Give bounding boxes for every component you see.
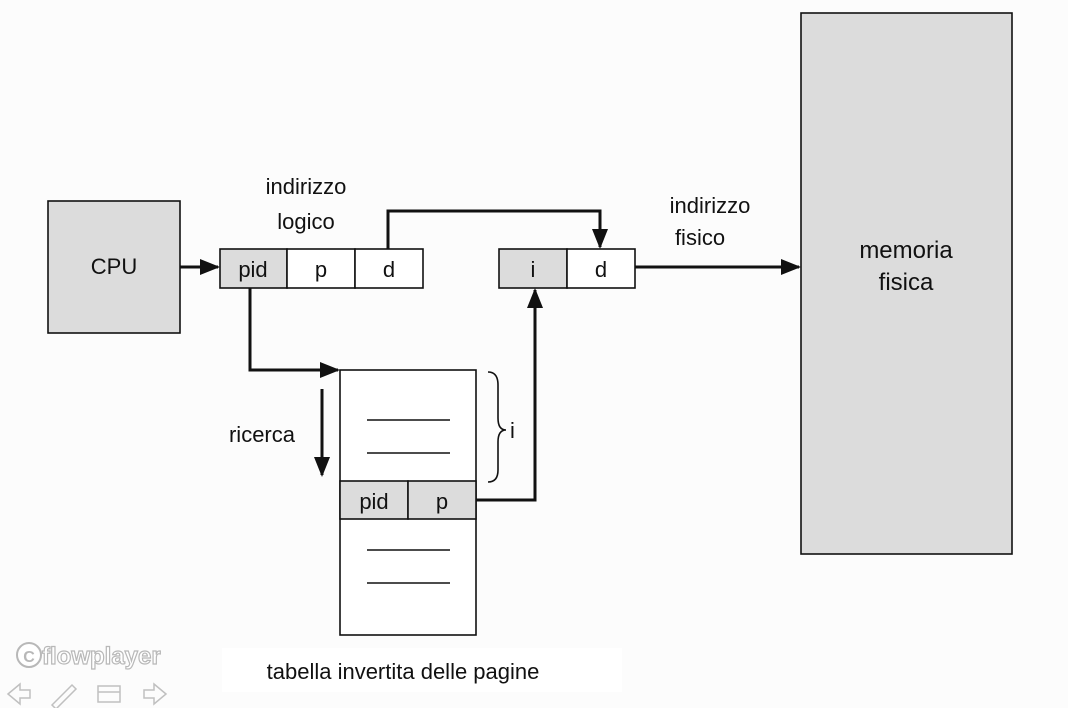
flowplayer-logo-text: flowplayer <box>42 643 161 670</box>
logical-field-d: d <box>383 257 395 282</box>
search-label: ricerca <box>229 422 296 447</box>
screen-icon[interactable] <box>97 685 121 703</box>
cpu-box: CPU <box>47 200 181 334</box>
edit-icon[interactable] <box>50 683 78 708</box>
physical-memory: memoria fisica <box>800 12 1013 555</box>
physical-address-register: i d <box>498 248 636 289</box>
physical-field-i: i <box>531 257 536 282</box>
logical-field-p: p <box>315 257 327 282</box>
physical-field-d: d <box>595 257 607 282</box>
index-brace <box>487 371 507 483</box>
index-label: i <box>510 418 515 443</box>
logical-field-pid: pid <box>238 257 267 282</box>
table-caption: tabella invertita delle pagine <box>267 659 540 684</box>
memory-label-1: memoria <box>859 237 953 264</box>
cpu-label: CPU <box>91 254 137 279</box>
entry-to-frame-arrow <box>476 288 543 502</box>
table-entry-p: p <box>436 489 448 514</box>
logical-address-label-2: logico <box>277 209 334 234</box>
prev-icon[interactable] <box>6 682 31 706</box>
logical-address-register: pid p d <box>219 248 424 289</box>
next-icon[interactable] <box>143 682 168 706</box>
table-entry-pid-cell <box>339 480 409 520</box>
memory-label-2: fisica <box>879 269 934 296</box>
inverted-page-table: pid p <box>339 369 477 636</box>
physical-address-label-1: indirizzo <box>670 193 751 218</box>
table-entry-pid: pid <box>359 489 388 514</box>
physical-address-label-2: fisico <box>675 225 725 250</box>
flowplayer-logo[interactable]: C flowplayer <box>16 642 161 671</box>
svg-text:C: C <box>23 649 35 666</box>
offset-arrow <box>386 209 608 249</box>
pid-to-table-arrow <box>248 288 340 378</box>
logical-address-label-1: indirizzo <box>266 174 347 199</box>
